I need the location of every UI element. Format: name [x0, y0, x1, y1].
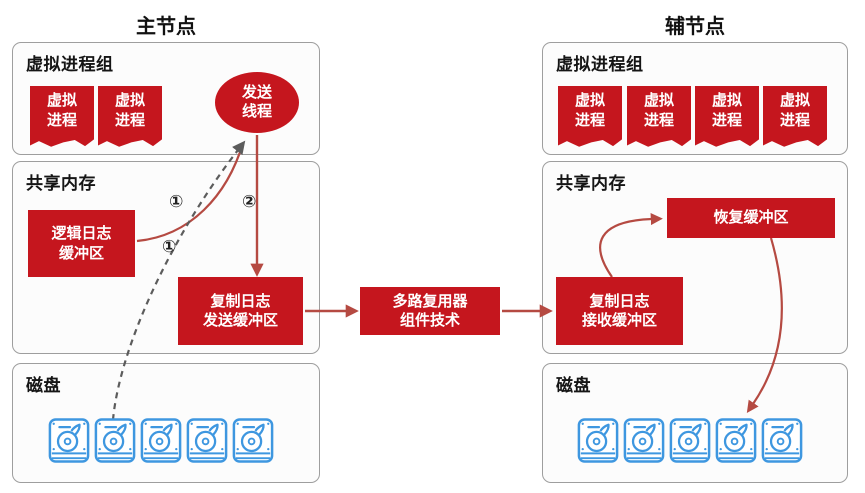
- secondary-shared-memory-label: 共享内存: [556, 174, 626, 193]
- secondary-virtual-process-badge: 虚拟 进程: [627, 86, 691, 147]
- disk-icon: [140, 417, 182, 464]
- box-label-line: 恢复缓冲区: [713, 209, 789, 227]
- box-label-line: 复制日志: [589, 292, 650, 310]
- recovery-buffer-box: 恢复缓冲区: [667, 198, 835, 238]
- secondary-node-title: 辅节点: [665, 16, 725, 38]
- box-label-line: 复制日志: [210, 292, 271, 310]
- secondary-virtual-process-badge: 虚拟 进程: [558, 86, 622, 147]
- disk-icon: [232, 417, 274, 464]
- badge-label-line: 进程: [574, 112, 605, 130]
- box-label-line: 逻辑日志: [51, 225, 112, 242]
- box-label-line: 组件技术: [399, 312, 460, 329]
- primary-node-title: 主节点: [136, 16, 196, 38]
- step-1-label: ①: [169, 192, 184, 211]
- badge-label-line: 进程: [779, 112, 810, 130]
- disk-icon: [48, 417, 90, 464]
- badge-label-line: 虚拟: [46, 92, 77, 109]
- secondary-virtual-process-badge: 虚拟 进程: [763, 86, 827, 147]
- badge-label-line: 进程: [711, 112, 742, 130]
- primary-virtual-process-badge: 虚拟 进程: [98, 86, 162, 147]
- badge-label-line: 进程: [114, 112, 145, 130]
- secondary-virtual-process-badge: 虚拟 进程: [695, 86, 759, 147]
- disk-icon: [94, 417, 136, 464]
- replication-log-send-buffer-box: 复制日志 发送缓冲区: [178, 277, 303, 345]
- disk-icon: [761, 417, 803, 464]
- primary-process-group-label: 虚拟进程组: [26, 55, 114, 74]
- primary-disk-row: [48, 417, 274, 464]
- badge-label-line: 进程: [46, 112, 77, 130]
- step-2-label: ②: [242, 192, 257, 211]
- secondary-process-group-label: 虚拟进程组: [556, 55, 644, 74]
- disk-icon: [186, 417, 228, 464]
- badge-label-line: 虚拟: [114, 92, 145, 109]
- badge-label-line: 进程: [643, 112, 674, 130]
- disk-icon: [669, 417, 711, 464]
- secondary-disk-row: [577, 417, 803, 464]
- logical-log-buffer-box: 逻辑日志 缓冲区: [28, 210, 135, 277]
- box-label-line: 发送缓冲区: [202, 312, 278, 329]
- step-1-dashed-label: ①: [162, 237, 177, 256]
- replication-log-receive-buffer-box: 复制日志 接收缓冲区: [556, 277, 683, 345]
- primary-shared-memory-label: 共享内存: [26, 174, 96, 193]
- badge-label-line: 虚拟: [574, 92, 605, 109]
- secondary-disk-label: 磁盘: [556, 376, 591, 395]
- badge-label-line: 虚拟: [711, 92, 742, 109]
- disk-icon: [715, 417, 757, 464]
- box-label-line: 缓冲区: [58, 244, 104, 262]
- primary-virtual-process-badge: 虚拟 进程: [30, 86, 94, 147]
- send-thread-label-line: 发送: [241, 83, 272, 101]
- box-label-line: 接收缓冲区: [581, 312, 657, 329]
- send-thread-ellipse: 发送 线程: [215, 72, 299, 133]
- box-label-line: 多路复用器: [392, 292, 468, 310]
- disk-icon: [623, 417, 665, 464]
- disk-icon: [577, 417, 619, 464]
- multiplexer-component-box: 多路复用器 组件技术: [360, 287, 500, 335]
- primary-disk-label: 磁盘: [26, 376, 61, 395]
- badge-label-line: 虚拟: [643, 92, 674, 109]
- send-thread-label-line: 线程: [241, 102, 272, 120]
- badge-label-line: 虚拟: [779, 92, 810, 109]
